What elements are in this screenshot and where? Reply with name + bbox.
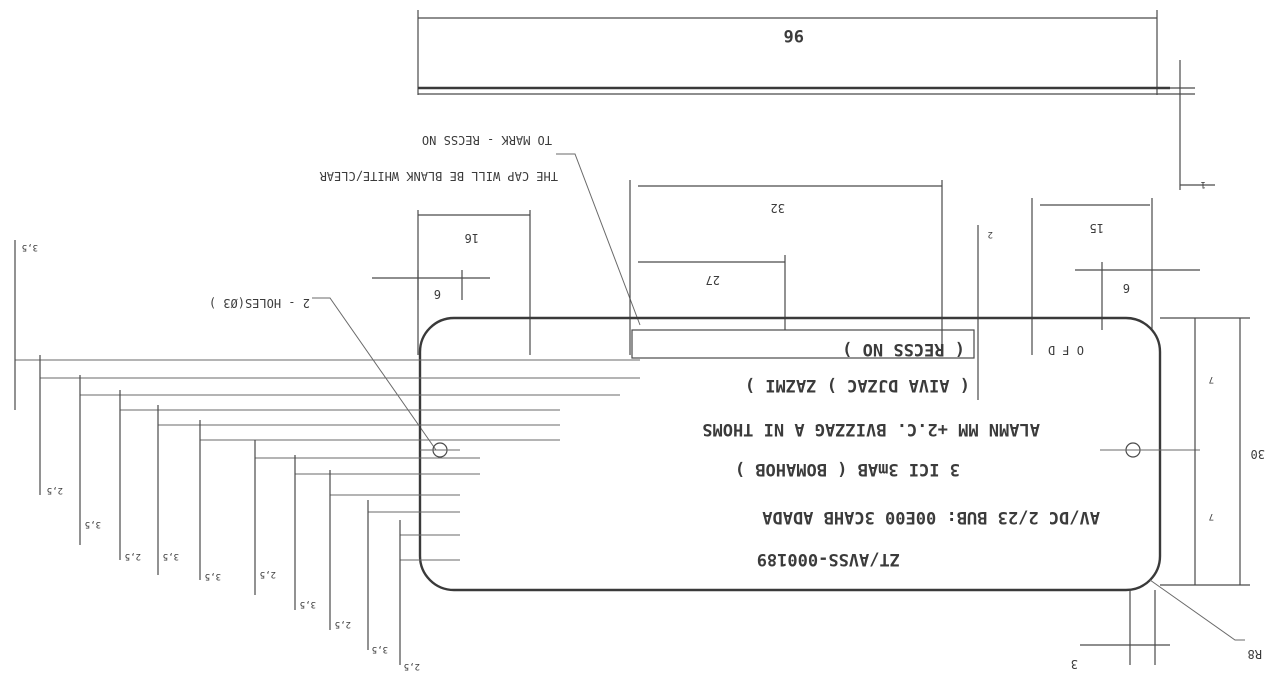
dim-recss-width: 27: [706, 273, 720, 287]
hole-left: [420, 442, 460, 458]
left-dim-0: 3,5: [22, 242, 38, 252]
left-dim-5: 3,5: [205, 571, 221, 581]
height-dims: [1160, 317, 1250, 586]
dim-overall-width: 96: [784, 25, 804, 45]
tab-dims: [372, 210, 531, 355]
left-dim-3: 2,5: [125, 551, 141, 561]
left-dim-10: 2,5: [404, 661, 420, 671]
dim-tab-width: 16: [465, 231, 479, 245]
left-dim-6: 2,5: [260, 569, 276, 579]
callout-marking-2: TO MARK - RECSS NO: [422, 133, 552, 147]
leader-holes: [312, 297, 437, 451]
side-view: [417, 10, 1215, 190]
plate-text-line4: ALAMN MM +2.C. BVIZZAG A NI THOMS: [702, 419, 1040, 439]
callout-radius: R8: [1248, 647, 1262, 661]
slot-dims: [629, 180, 979, 400]
corner-dims: [1080, 579, 1245, 665]
right-tab-dims: [1031, 198, 1200, 355]
dim-right-tab-inner: 6: [1123, 281, 1130, 295]
dim-thickness: 1: [1201, 179, 1206, 189]
left-dim-2: 3,5: [85, 519, 101, 529]
dim-right-tab: 15: [1090, 221, 1104, 235]
recss-box: [631, 329, 975, 359]
left-dim-1: 2,5: [47, 485, 63, 495]
plate-text-line3: 3 ICI 3mAB ( BOMAHOB ): [735, 459, 960, 479]
plate-text-line2: AV/DC 2/23 BUB: 00E00 3CAHB ADADA: [762, 507, 1100, 527]
left-text-dims: [14, 240, 640, 665]
dim-tab-offset: 6: [434, 287, 441, 301]
dim-ref-height: 2: [988, 229, 993, 239]
left-dim-8: 2,5: [335, 619, 351, 629]
left-dim-9: 3,5: [372, 644, 388, 654]
callout-marking-1: THE CAP WILL BE BLANK WHITE/CLEAR: [319, 169, 558, 183]
leader-marking: [556, 153, 641, 326]
plate-recss-no: ( RECSS NO ): [842, 339, 965, 359]
callout-holes: 2 - HOLES(Ø3 ): [209, 296, 310, 310]
dim-corner: 3: [1071, 657, 1078, 671]
dim-half-upper: 7: [1209, 374, 1214, 384]
plate-text-line5: ( AIVA DJZAC ) ZAZMI ): [745, 375, 970, 395]
left-dim-4: 3,5: [163, 551, 179, 561]
plate-text-line1: ZT/AVSS-000189: [757, 549, 900, 569]
dim-height: 30: [1251, 447, 1265, 461]
hole-right: [1100, 442, 1200, 458]
dim-slot-width: 32: [771, 201, 785, 215]
callout-hole-count: O F D: [1048, 343, 1084, 357]
left-dim-7: 3,5: [300, 599, 316, 609]
dim-half-lower: 7: [1209, 511, 1214, 521]
plate-outline: [418, 316, 1162, 592]
